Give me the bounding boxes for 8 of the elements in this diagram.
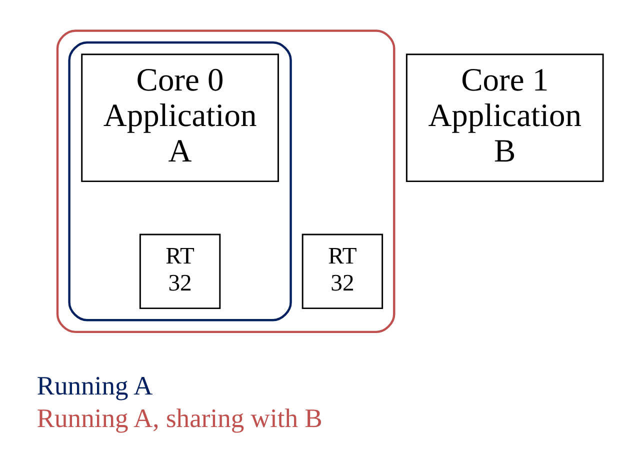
node-box: Core 1 Application B: [406, 54, 604, 182]
node-box: RT 32: [302, 234, 384, 310]
node-box: Core 0 Application A: [81, 54, 279, 182]
legend-label: Running A, sharing with B: [36, 403, 322, 434]
node-box: RT 32: [139, 234, 221, 310]
cluster: [68, 41, 292, 322]
cluster: [56, 30, 396, 334]
legend-label: Running A: [36, 370, 153, 401]
